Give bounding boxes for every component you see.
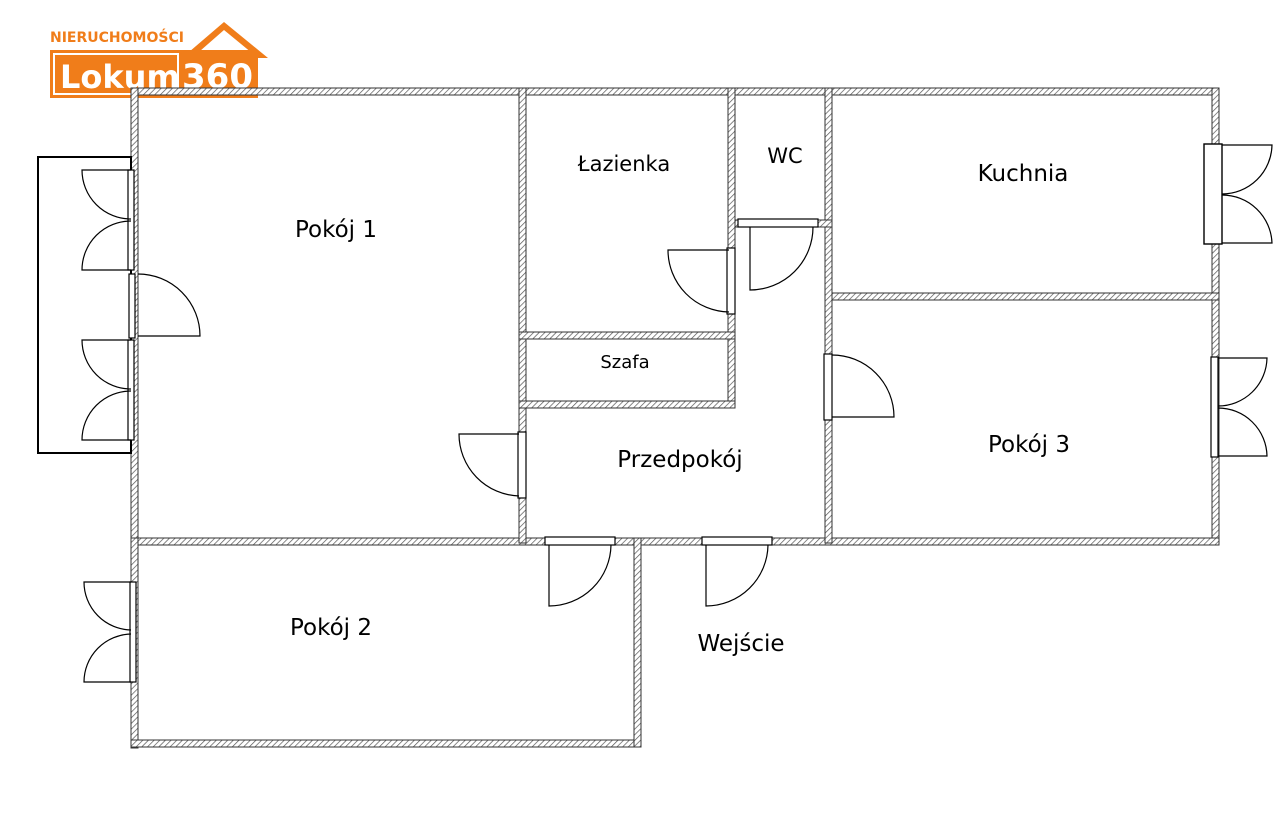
label-wejscie: Wejście — [697, 631, 784, 657]
logo: NIERUCHOMOŚCI Lokum 360 — [50, 22, 268, 98]
room-label-kuchnia: Kuchnia — [978, 161, 1069, 187]
room-label-lazienka: Łazienka — [577, 152, 670, 176]
room-label-pokoj-3: Pokój 3 — [988, 432, 1070, 458]
walls — [130, 87, 1220, 749]
room-label-pokoj-2: Pokój 2 — [290, 615, 372, 641]
room-label-przedpokoj: Przedpokój — [617, 447, 742, 473]
balcony — [37, 156, 132, 454]
room-label-pokoj-1: Pokój 1 — [295, 217, 377, 243]
logo-top-text: NIERUCHOMOŚCI — [50, 28, 184, 46]
room-label-szafa: Szafa — [600, 352, 649, 373]
openings — [81, 143, 1273, 683]
room-label-wc: WC — [767, 144, 802, 168]
